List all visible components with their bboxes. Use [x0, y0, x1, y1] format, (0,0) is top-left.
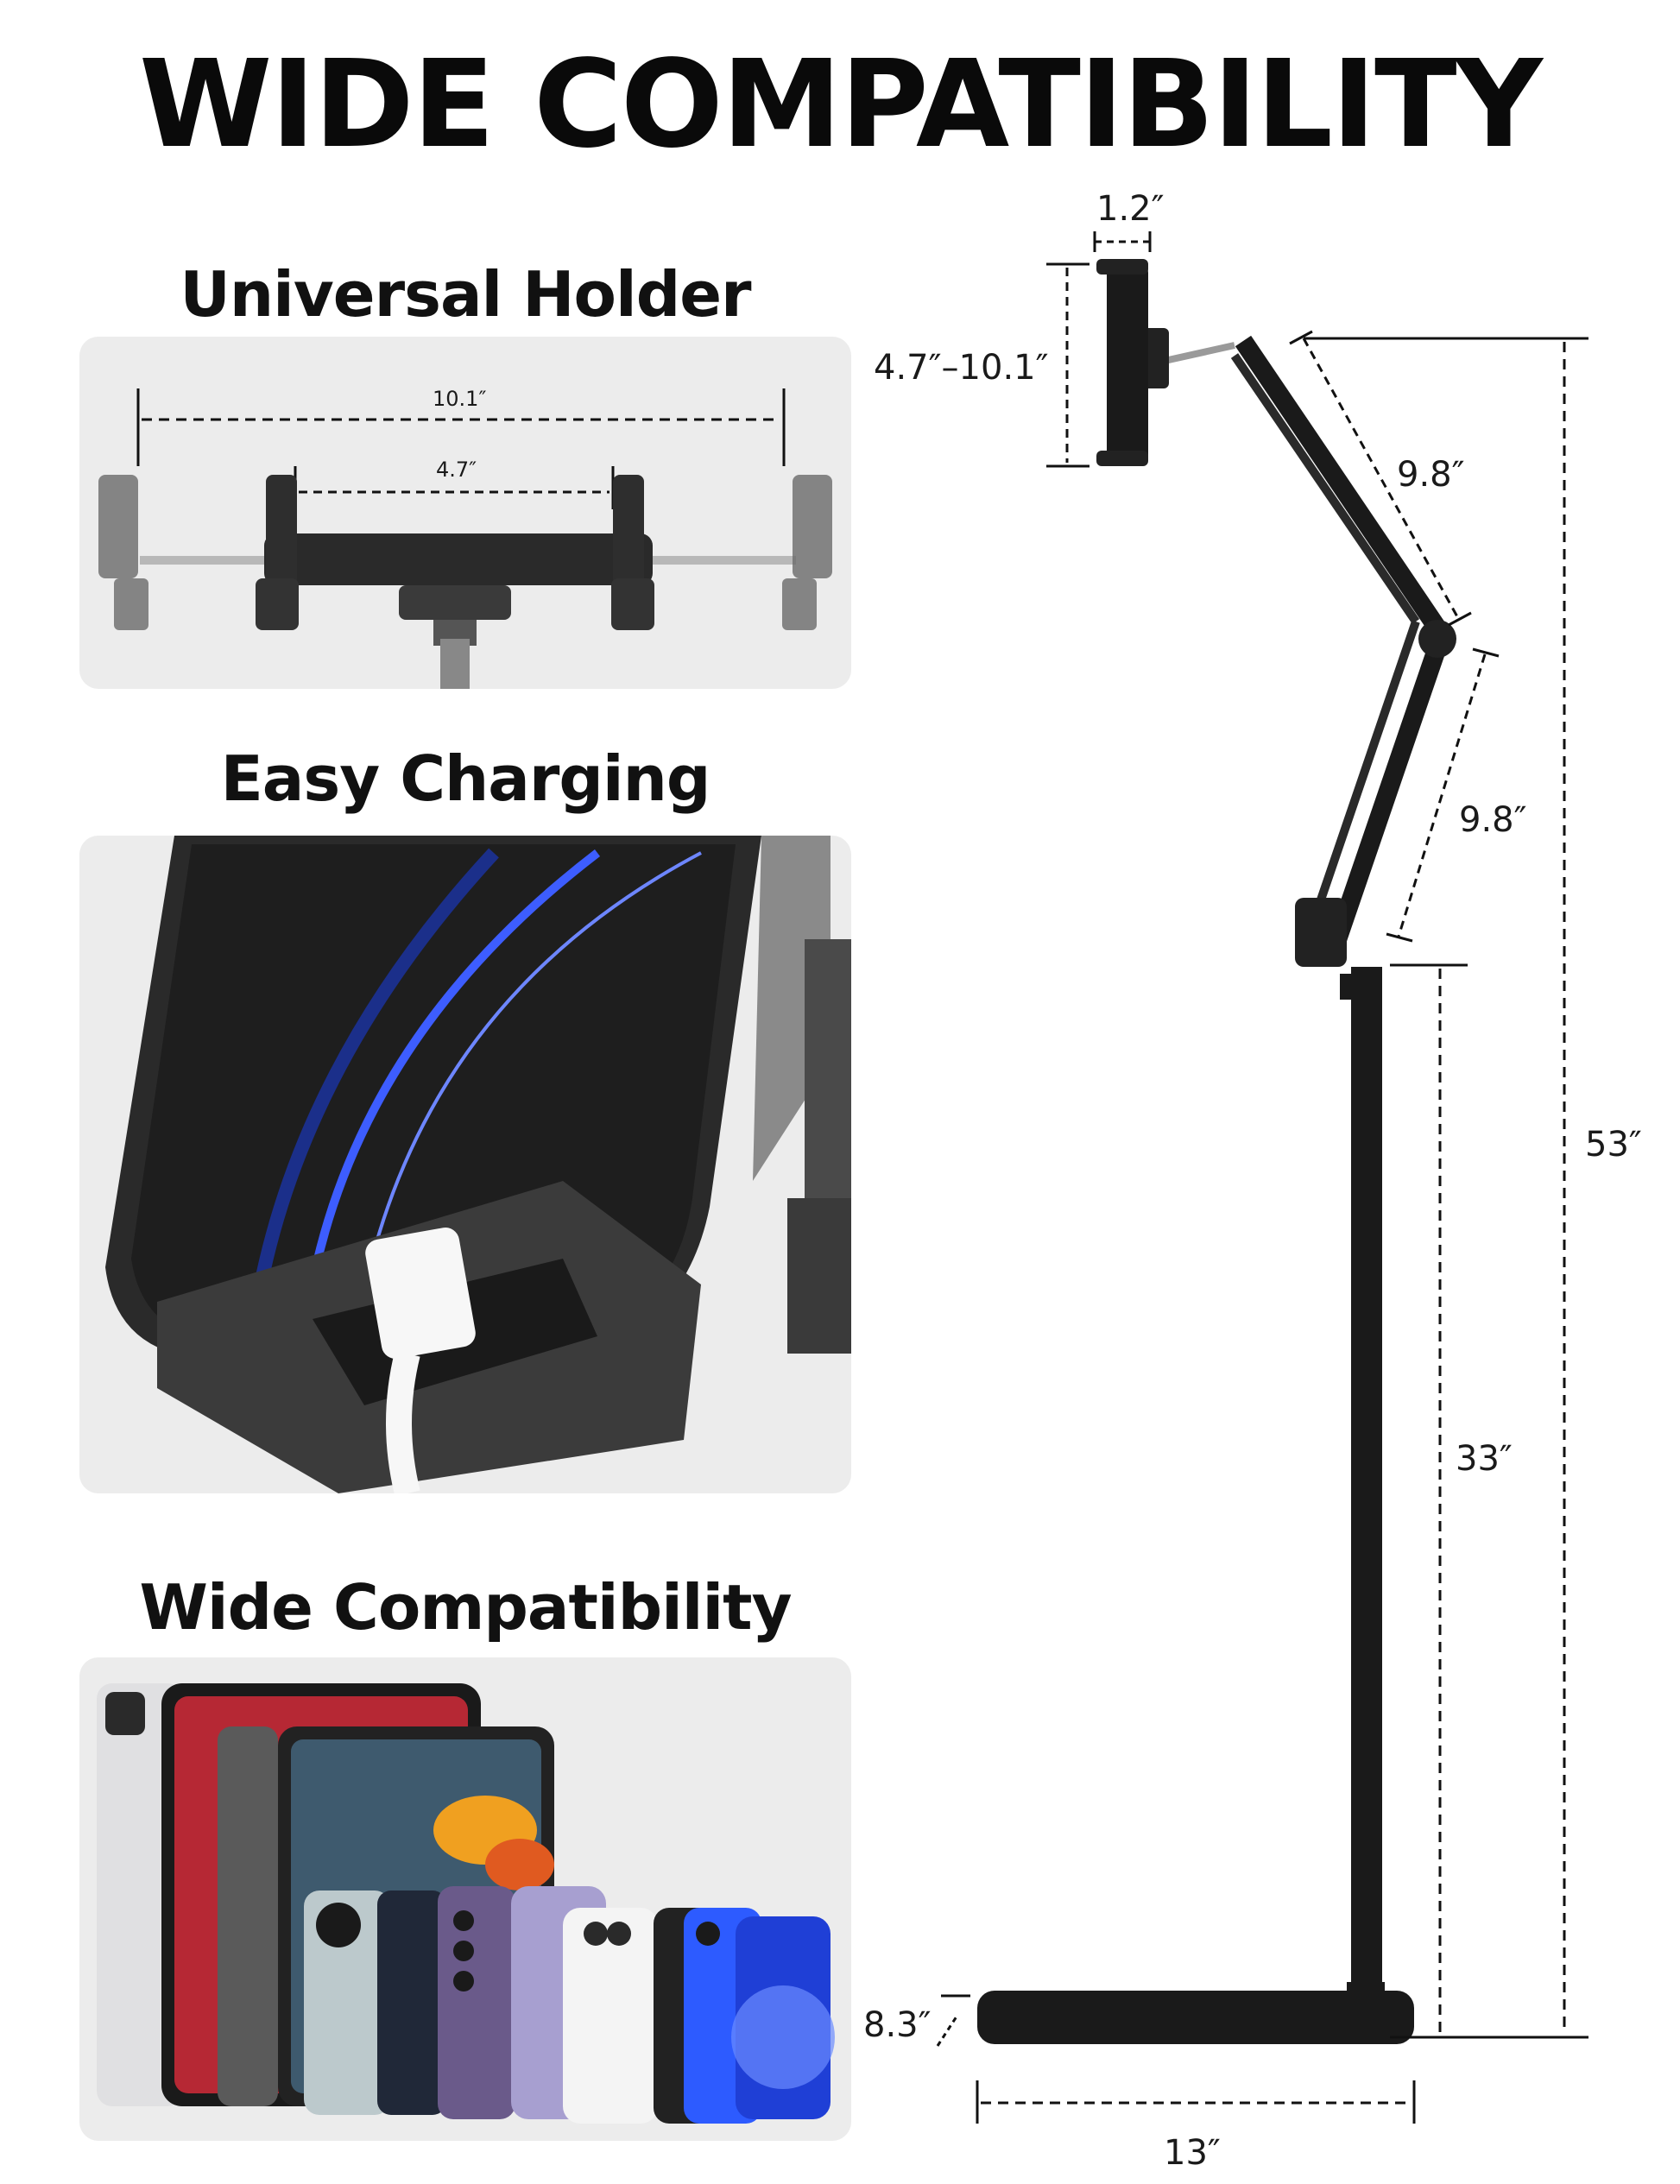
lower-arm-label: 9.8″	[1459, 800, 1527, 840]
base-depth-label: 8.3″	[863, 2005, 932, 2045]
section-heading-wide-compatibility: Wide Compatibility	[139, 1571, 792, 1644]
devices-icon	[97, 1683, 835, 2124]
upper-arm-label: 9.8″	[1397, 455, 1465, 495]
base-width-label: 13″	[1164, 2133, 1221, 2173]
easy-charging-panel	[79, 836, 851, 1493]
clamp-range-label: 4.7″–10.1″	[874, 348, 1049, 388]
page-title: WIDE COMPATIBILITY	[139, 35, 1543, 175]
wide-compatibility-panel	[79, 1657, 851, 2141]
universal-holder-panel: 10.1″ 4.7″	[79, 337, 851, 689]
total-height-label: 53″	[1585, 1125, 1642, 1165]
holder-max-label: 10.1″	[433, 387, 487, 411]
usb-cable-icon	[105, 836, 851, 1493]
pole-height-label: 33″	[1456, 1439, 1513, 1479]
section-heading-universal-holder: Universal Holder	[180, 258, 751, 331]
holder-min-label: 4.7″	[436, 458, 477, 482]
section-heading-easy-charging: Easy Charging	[220, 742, 711, 815]
clamp-depth-label: 1.2″	[1096, 189, 1165, 229]
phone-clamp-icon	[98, 388, 832, 689]
